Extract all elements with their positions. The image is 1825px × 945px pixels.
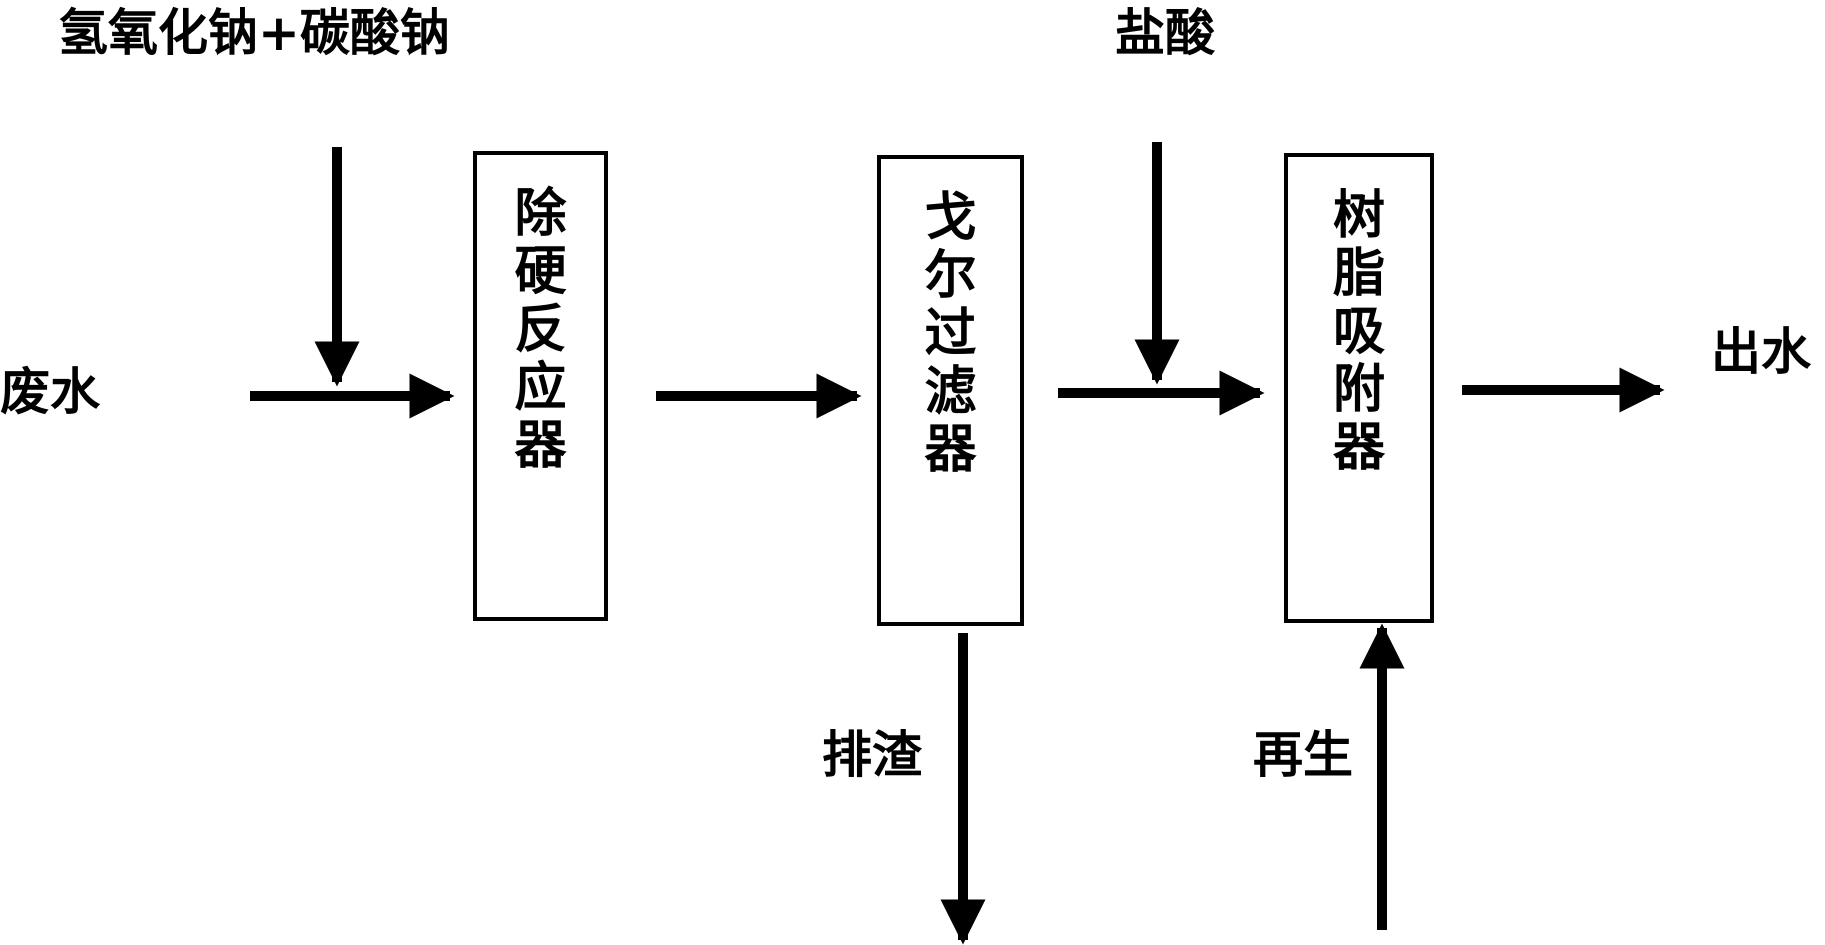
gore-filter-label: 戈尔过滤器 — [924, 188, 977, 480]
softening-reactor-box: 除硬反应器 — [473, 151, 608, 621]
softening-reactor-label: 除硬反应器 — [514, 184, 567, 476]
resin-adsorber-box: 树脂吸附器 — [1284, 153, 1434, 623]
effluent-label: 出水 — [1711, 323, 1811, 381]
acid-input-label: 盐酸 — [1115, 4, 1215, 62]
sludge-discharge-label: 排渣 — [822, 726, 922, 784]
gore-filter-box: 戈尔过滤器 — [877, 155, 1024, 626]
regeneration-label: 再生 — [1253, 726, 1353, 784]
alkali-input-label: 氢氧化钠+碳酸钠 — [58, 4, 450, 62]
resin-adsorber-label: 树脂吸附器 — [1332, 186, 1385, 478]
wastewater-label: 废水 — [0, 363, 100, 421]
